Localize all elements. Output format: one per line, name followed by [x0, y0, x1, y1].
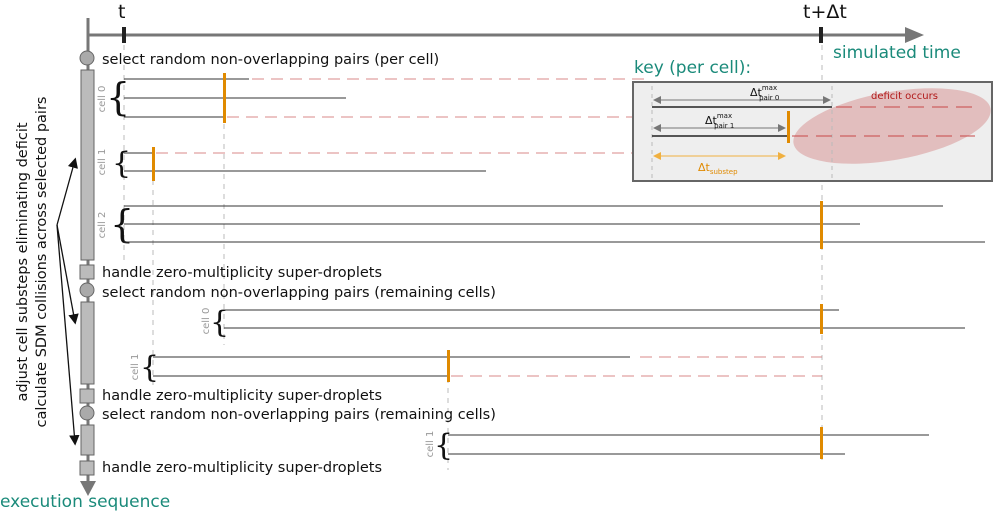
step-bar-1: [80, 69, 95, 261]
round2-cell1-brace: {: [140, 350, 159, 385]
step-square-2: [79, 388, 95, 404]
step-circle-2: [79, 282, 95, 298]
loop-arrow-3: [56, 224, 80, 446]
step-text-5: select random non-overlapping pairs (rem…: [102, 407, 496, 423]
round1-cell2-label: cell 2: [97, 212, 108, 239]
round1-cell1-brace: {: [112, 146, 131, 181]
key-deficit-label: deficit occurs: [871, 91, 938, 102]
time-t-label: t: [118, 1, 125, 23]
time-axis-arrowhead: [905, 27, 924, 43]
round1-cell2-substep-marker: [820, 201, 823, 249]
step-text-3: select random non-overlapping pairs (rem…: [102, 285, 496, 301]
round1-cell2: cell 2 {: [97, 201, 985, 249]
round1-cell0-brace: {: [106, 75, 130, 119]
step-circle-3: [79, 405, 95, 421]
side-label-line2: calculate SDM collisions across selected…: [34, 97, 50, 428]
round1-cell1-label: cell 1: [97, 149, 108, 176]
step-bar-2: [80, 301, 95, 385]
step-bar-3: [80, 424, 95, 456]
round2-cell0: cell 0 {: [201, 304, 965, 340]
time-tdt-label: t+Δt: [803, 1, 847, 23]
round1-cell0-label: cell 0: [97, 86, 108, 113]
step-text-4: handle zero-multiplicity super-droplets: [102, 388, 382, 404]
guide-lines: [123, 45, 823, 470]
step-square-3: [79, 460, 95, 476]
key-substep-marker: [787, 111, 790, 143]
loop-arrow-1: [56, 157, 78, 226]
round2-cell1-label: cell 1: [130, 354, 141, 381]
round3-cell1-substep-marker: [820, 427, 823, 459]
round2-cell1: cell 1 {: [130, 350, 822, 385]
loop-arrow-2: [56, 224, 79, 325]
key-substep-label: Δtsubstep: [698, 161, 738, 176]
execution-sequence: [56, 18, 96, 496]
step-square-1: [79, 264, 95, 280]
round3-cell1-brace: {: [434, 428, 453, 463]
time-tdt-tick: [819, 27, 823, 43]
round1-cell0: cell 0 {: [97, 73, 650, 123]
round3-cell1: cell 1 {: [425, 427, 929, 463]
round2-cell0-label: cell 0: [201, 308, 212, 335]
round3-cell1-label: cell 1: [425, 431, 436, 458]
round2-cell0-substep-marker: [820, 304, 823, 334]
round1-cell0-substep-marker: [223, 73, 226, 123]
round1-cell1: cell 1 {: [97, 146, 650, 181]
step-text-2: handle zero-multiplicity super-droplets: [102, 265, 382, 281]
round2-cell0-brace: {: [210, 305, 229, 340]
round1-cell1-substep-marker: [152, 147, 155, 181]
step-text-6: handle zero-multiplicity super-droplets: [102, 460, 382, 476]
time-t-tick: [122, 27, 126, 43]
key-title: key (per cell):: [634, 58, 751, 78]
step-text-1: select random non-overlapping pairs (per…: [102, 52, 439, 68]
round2-cell1-substep-marker: [447, 350, 450, 382]
step-circle-1: [79, 50, 95, 66]
time-axis: t t+Δt simulated time: [88, 1, 961, 63]
execution-sequence-label: execution sequence: [0, 492, 170, 512]
side-label-line1: adjust cell substeps eliminating deficit: [15, 122, 31, 401]
execution-axis-arrowhead: [80, 481, 96, 496]
simulated-time-label: simulated time: [833, 43, 961, 63]
